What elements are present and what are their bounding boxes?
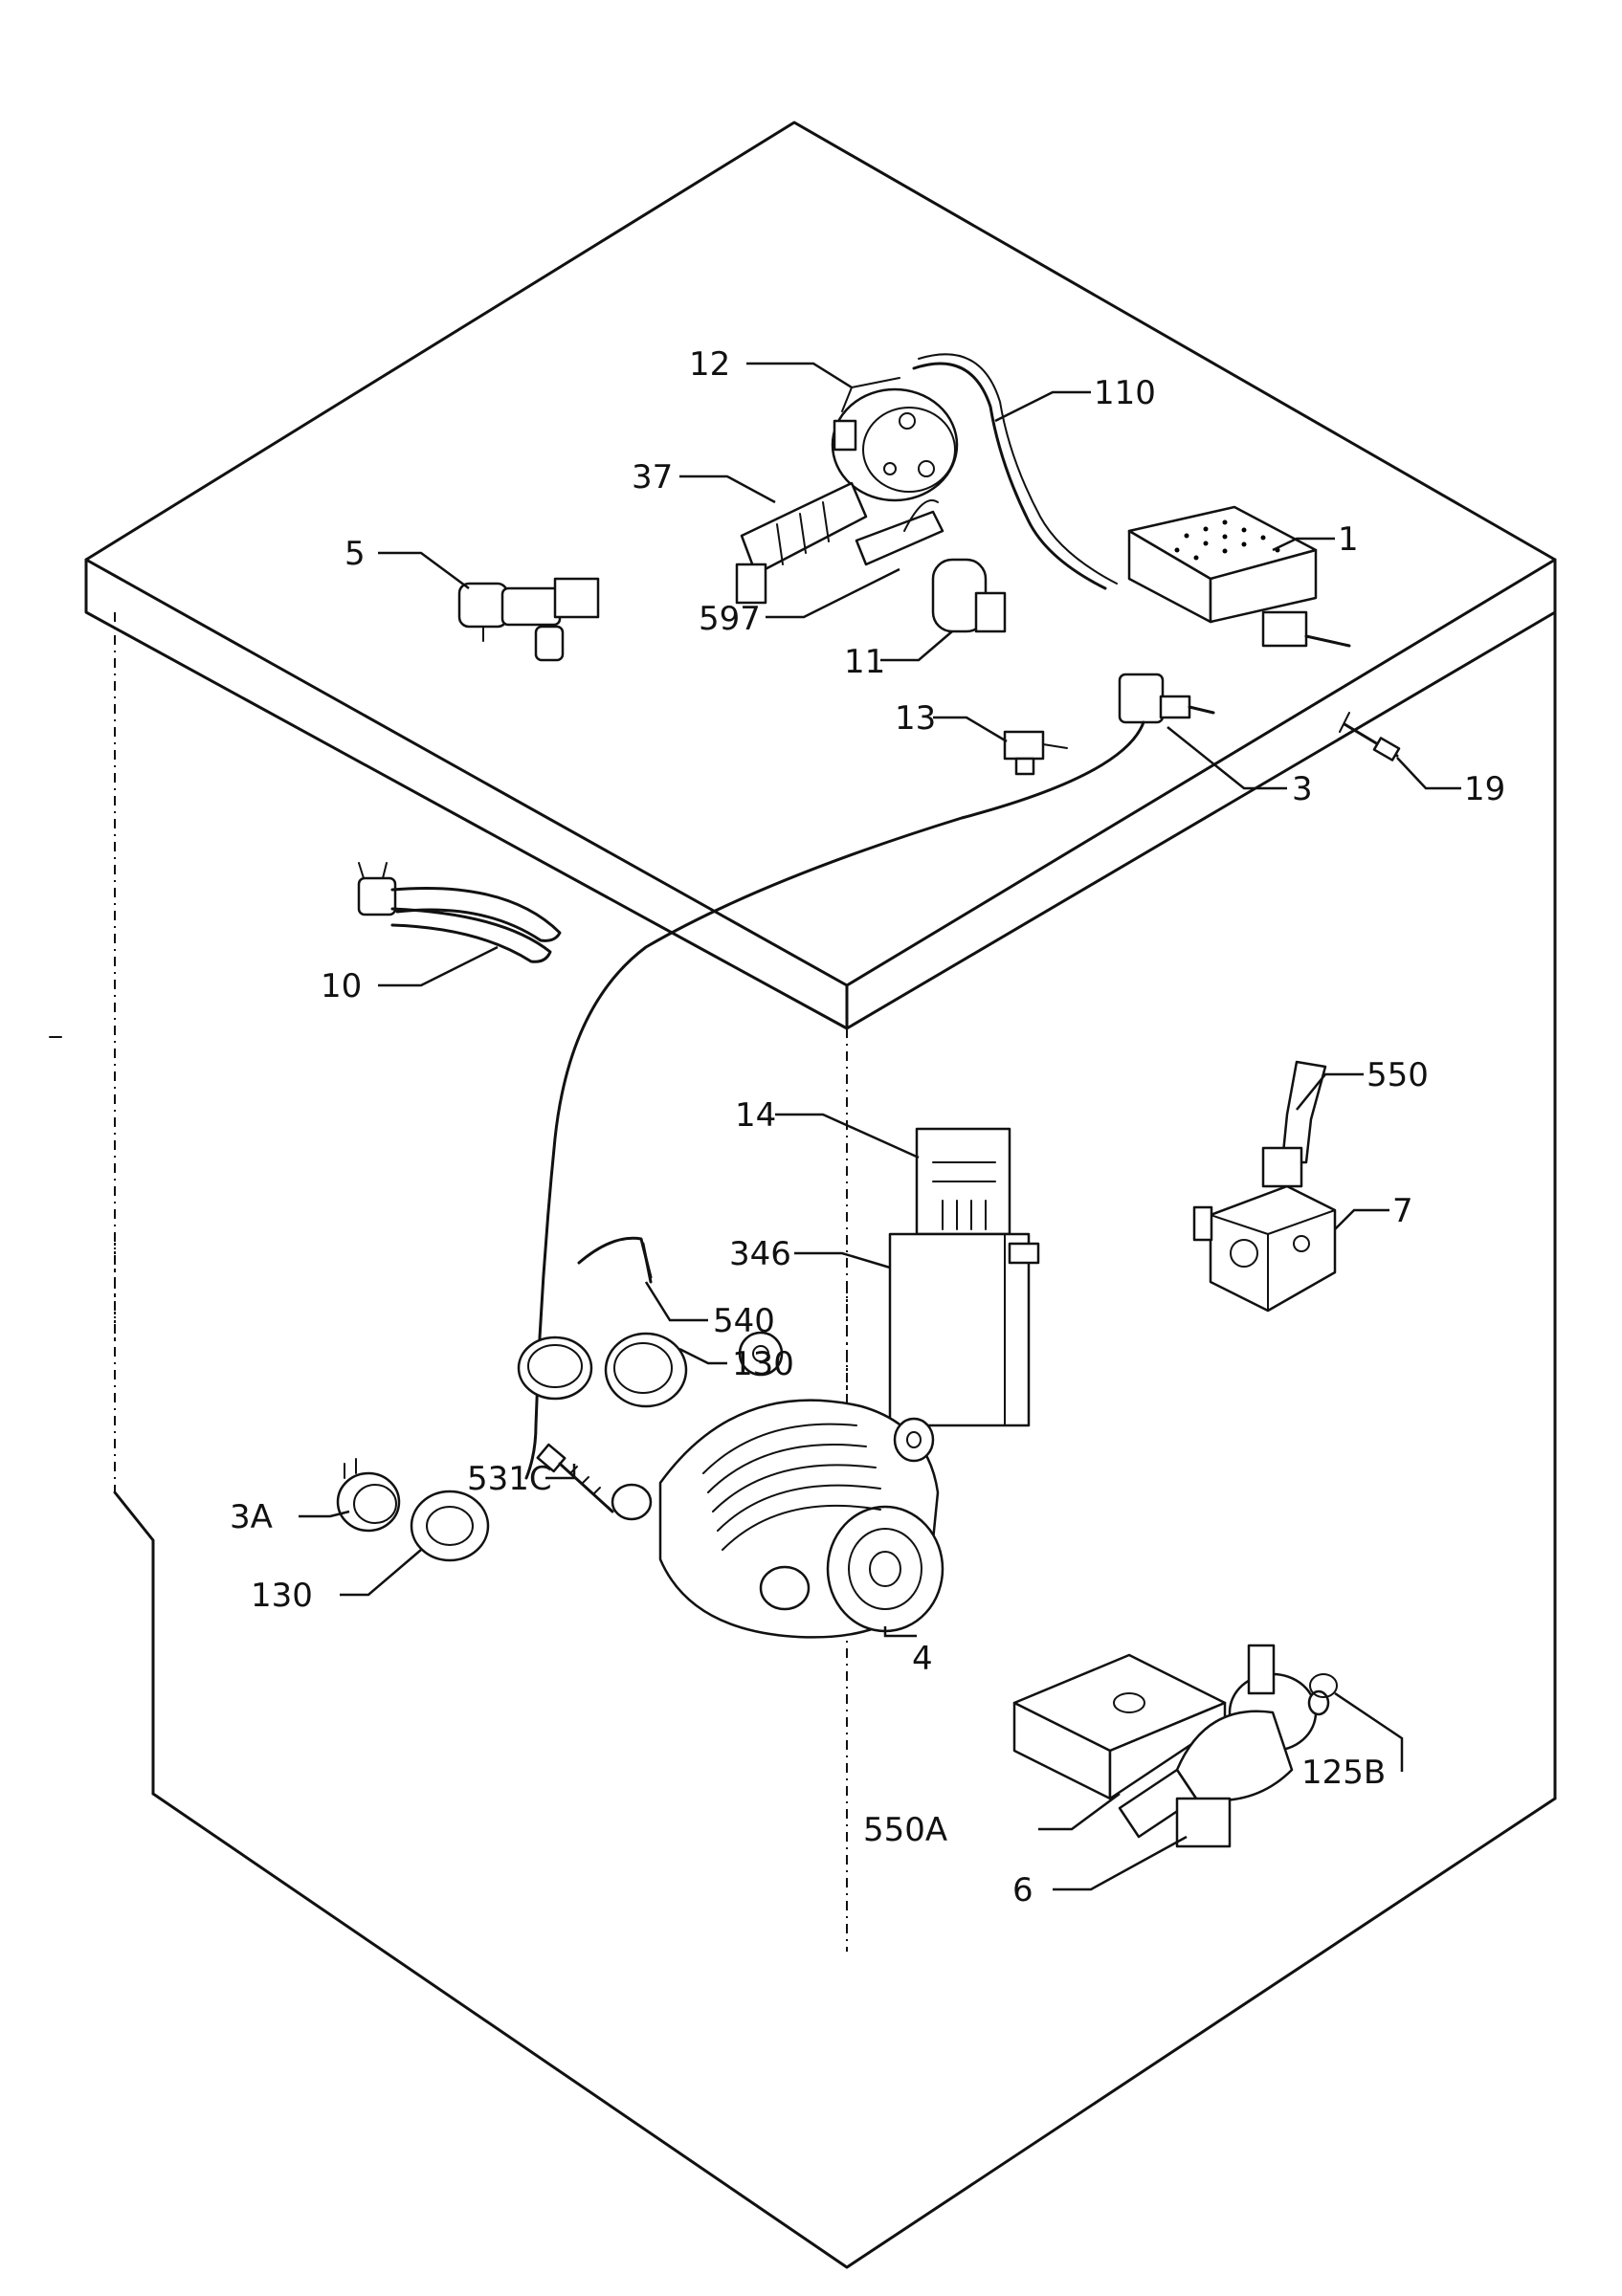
label-37: 37 xyxy=(632,458,673,497)
part-3a-thermostat xyxy=(336,1458,401,1533)
part-7-door-lock xyxy=(1192,1146,1337,1313)
label-13: 13 xyxy=(895,699,936,738)
part-labels: 12 110 37 5 1 597 11 13 3 19 10 550 14 7… xyxy=(230,345,1505,1910)
label-3a: 3A xyxy=(230,1498,273,1536)
part-130-bushing-lower xyxy=(410,1490,490,1562)
label-12: 12 xyxy=(689,345,730,384)
part-597-bracket xyxy=(855,499,944,566)
part-1-electronic-module xyxy=(1127,505,1351,648)
part-14-card xyxy=(915,1127,1011,1236)
label-531c: 531C xyxy=(467,1460,552,1498)
part-346-card-holder xyxy=(888,1232,1040,1427)
cabinet-outline xyxy=(49,121,1557,2269)
label-19: 19 xyxy=(1464,770,1505,808)
part-6-drain-pump xyxy=(1118,1644,1330,1848)
part-5-inlet-valve xyxy=(457,577,600,662)
part-10-heating-element xyxy=(357,862,562,963)
label-10: 10 xyxy=(321,967,362,1005)
label-11: 11 xyxy=(844,643,885,681)
label-6: 6 xyxy=(1012,1871,1033,1910)
part-11-capacitor xyxy=(931,558,1007,633)
part-12-programme-timer xyxy=(831,377,959,502)
label-3: 3 xyxy=(1292,770,1313,808)
label-14: 14 xyxy=(735,1096,776,1135)
label-110: 110 xyxy=(1094,374,1156,412)
part-110-hose xyxy=(912,353,1118,590)
label-550: 550 xyxy=(1366,1056,1429,1094)
part-125b-seal-ring xyxy=(1309,1673,1338,1698)
label-130-lower: 130 xyxy=(251,1577,313,1615)
cable-plug-grommet xyxy=(517,1336,593,1401)
part-531c-bolt xyxy=(536,1443,614,1513)
part-550a-cover xyxy=(1012,1653,1227,1800)
label-125b: 125B xyxy=(1301,1754,1386,1792)
part-19-probe xyxy=(1339,712,1401,762)
part-4-motor xyxy=(611,1331,944,1639)
part-130-bushing-upper xyxy=(604,1332,688,1408)
label-5: 5 xyxy=(344,535,366,573)
label-540: 540 xyxy=(713,1302,775,1340)
motor-winding-lines xyxy=(702,1423,881,1551)
part-13-connector xyxy=(1003,730,1068,776)
label-346: 346 xyxy=(729,1235,791,1273)
label-597: 597 xyxy=(699,600,761,638)
hidden-edge-dots xyxy=(114,1234,848,1397)
label-7: 7 xyxy=(1392,1192,1413,1230)
leader-lines xyxy=(299,362,1461,1891)
label-130-upper: 130 xyxy=(732,1345,794,1383)
label-1: 1 xyxy=(1338,520,1359,559)
part-37-terminal-block xyxy=(735,481,868,605)
label-4: 4 xyxy=(912,1640,933,1678)
label-550a: 550A xyxy=(863,1811,947,1849)
part-540-clip xyxy=(577,1236,653,1284)
